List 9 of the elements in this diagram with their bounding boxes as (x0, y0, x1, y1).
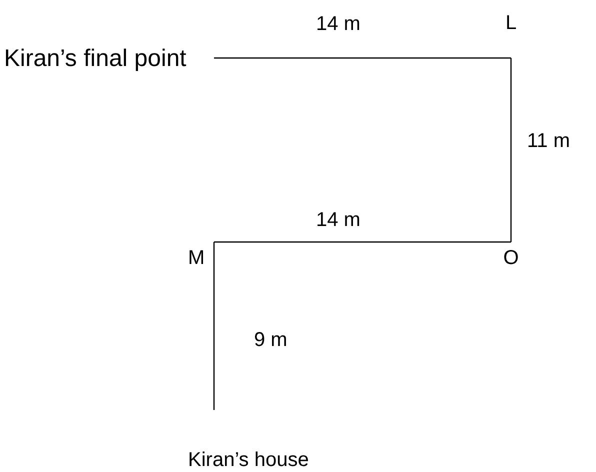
path-line (213, 242, 215, 410)
path-line (510, 58, 512, 242)
point-label: M (188, 247, 205, 270)
place-label: Kiran’s house (188, 449, 309, 472)
point-label: O (503, 247, 519, 270)
point-label: L (505, 12, 517, 35)
place-label: Kiran’s final point (4, 45, 186, 73)
path-line (214, 241, 511, 243)
path-line (214, 57, 511, 59)
